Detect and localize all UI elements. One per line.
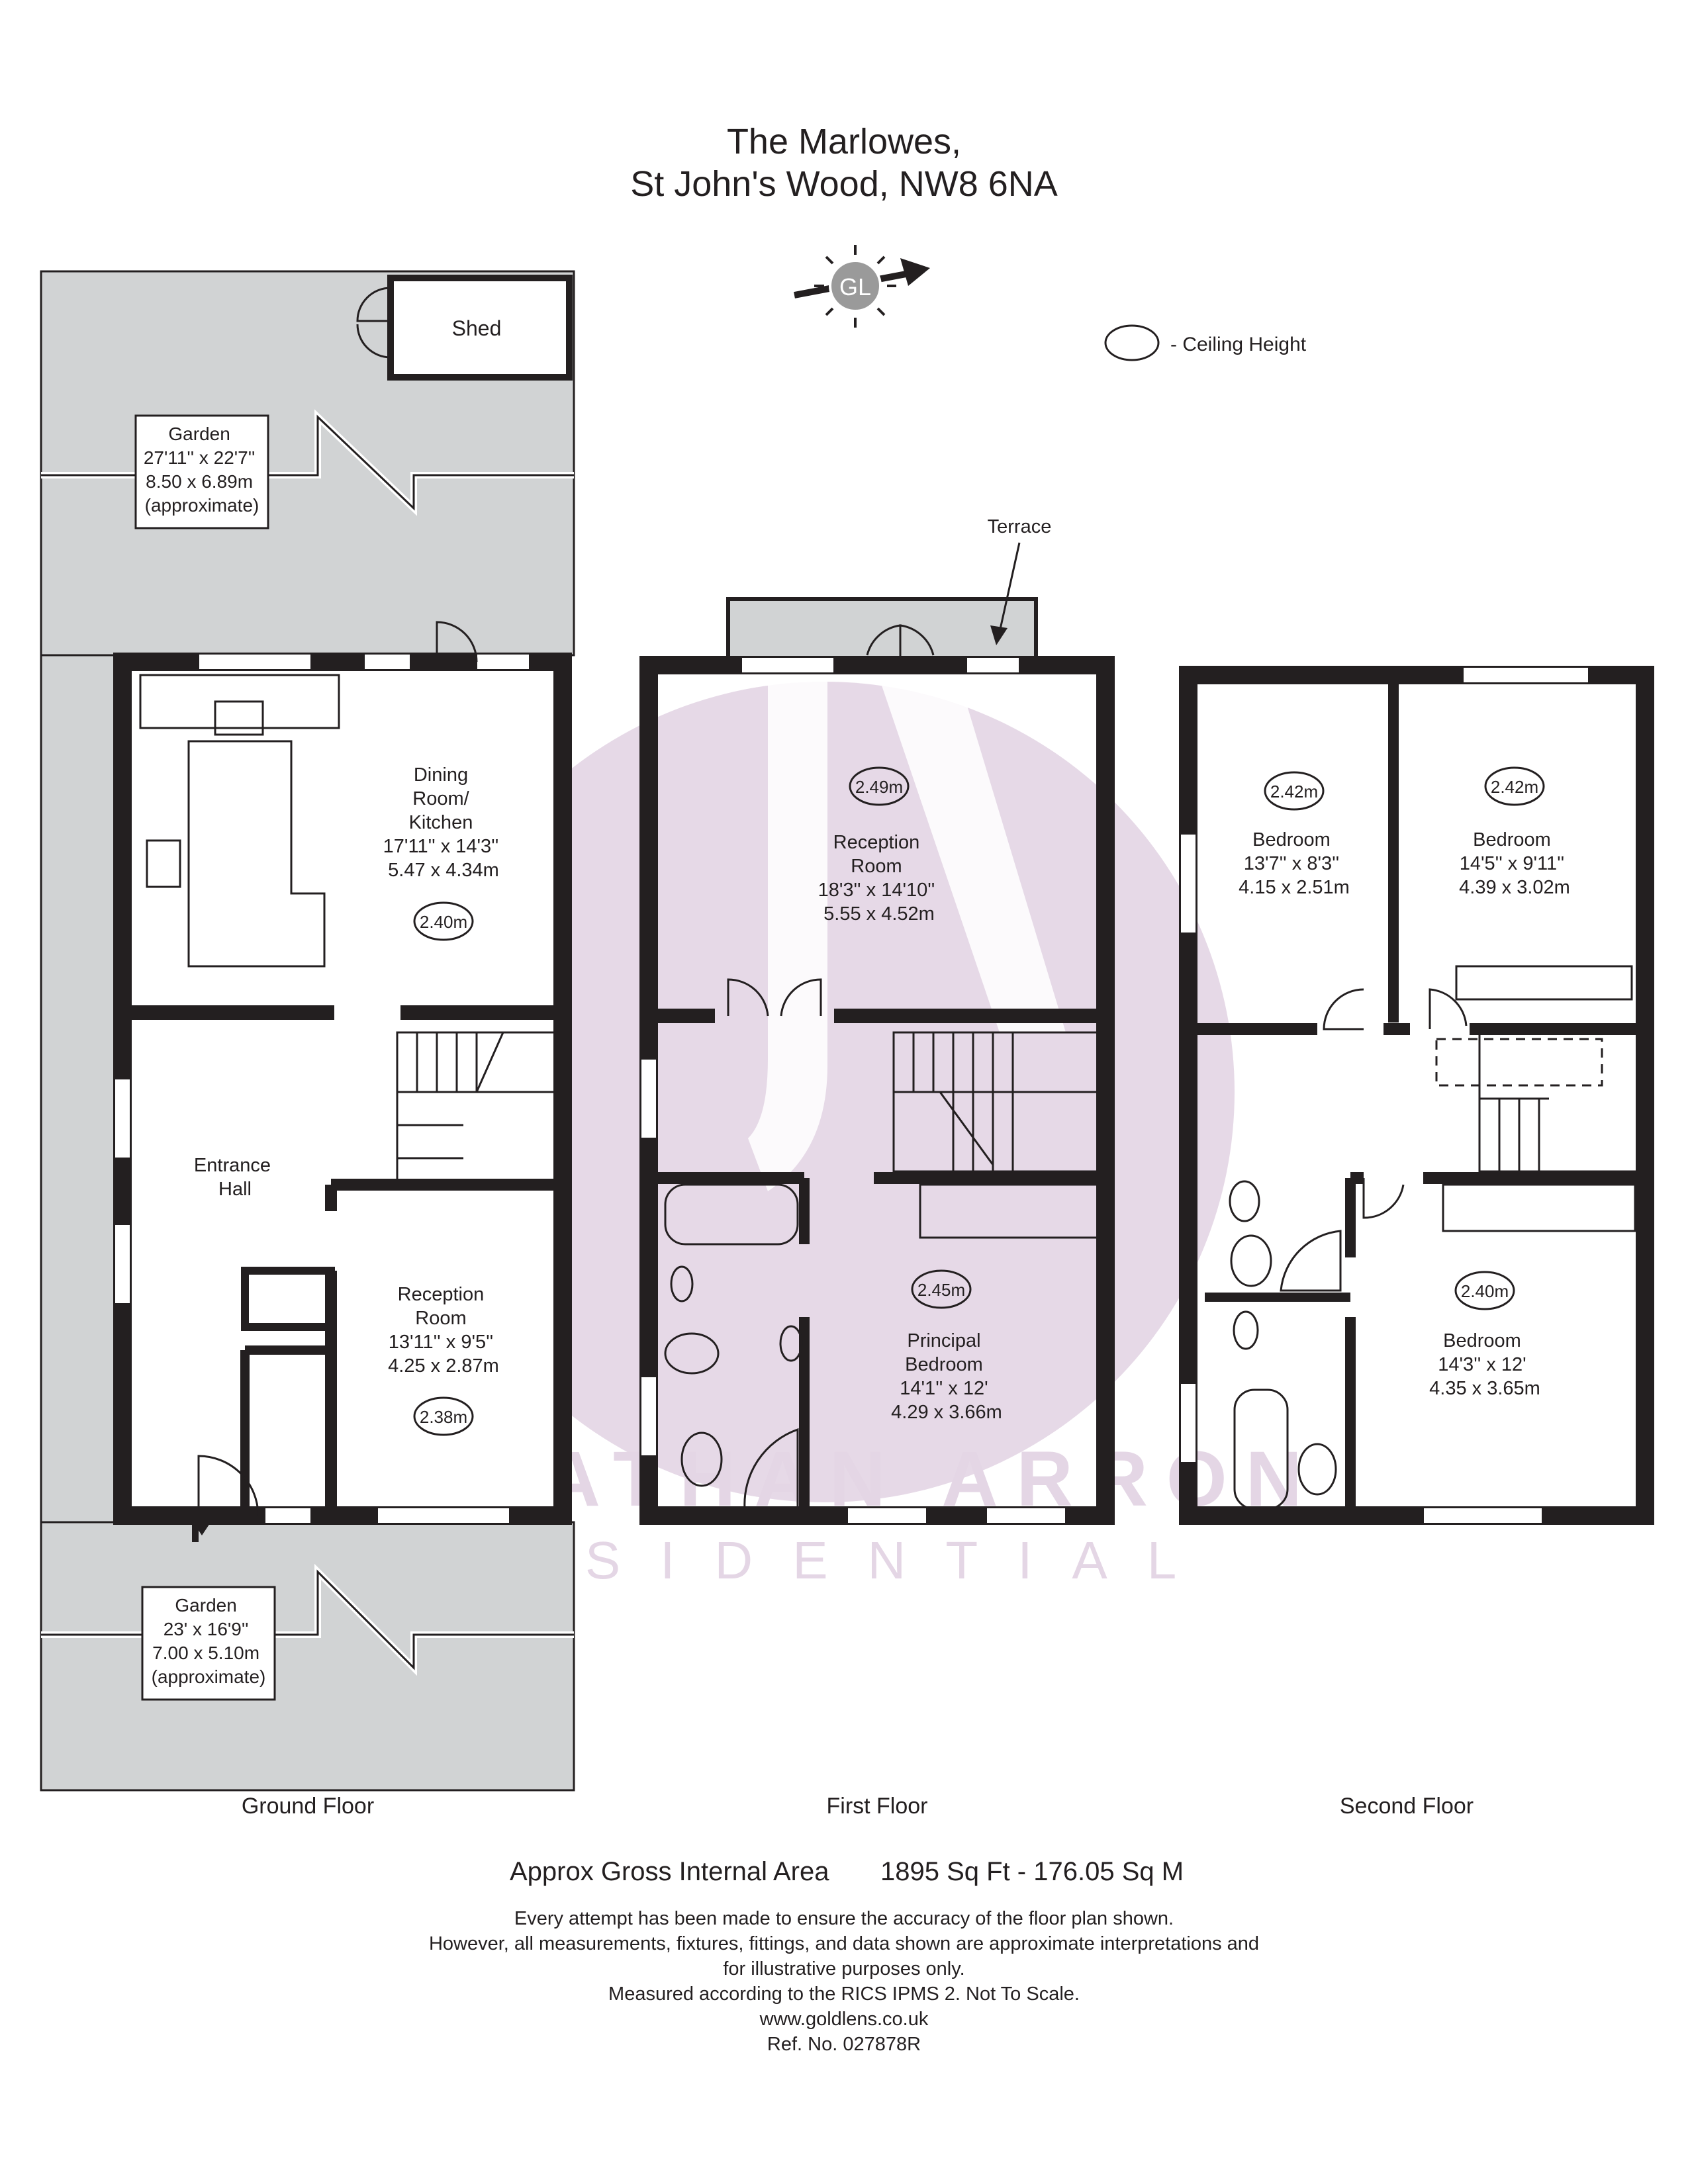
shower-icon xyxy=(743,1428,799,1510)
bedroom-left-label: Bedroom 13'7'' x 8'3'' 4.15 x 2.51m xyxy=(1239,829,1350,898)
hob-icon xyxy=(146,839,181,888)
terrace-label: Terrace xyxy=(988,516,1052,537)
compass-badge-text: GL xyxy=(839,273,871,300)
principal-bedroom-ceiling-height: 2.45m xyxy=(917,1280,965,1300)
dining-ceiling-height: 2.40m xyxy=(420,912,467,932)
ground-floor-label: Ground Floor xyxy=(241,1794,375,1819)
bedroom-main-label: Bedroom 14'3'' x 12' 4.35 x 3.65m xyxy=(1429,1330,1540,1399)
reference-number: Ref. No. 027878R xyxy=(767,2034,921,2055)
shed-label: Shed xyxy=(452,316,502,340)
side-passage xyxy=(40,654,122,1527)
bedroom-left-ceiling-height: 2.42m xyxy=(1270,782,1318,801)
ceiling-height-legend-label: - Ceiling Height xyxy=(1170,334,1307,355)
disclaimer-line: Measured according to the RICS IPMS 2. N… xyxy=(608,1983,1080,2005)
principal-bedroom-label: Principal Bedroom 14'1'' x 12' 4.29 x 3.… xyxy=(891,1330,1002,1423)
first-reception-label: Reception Room 18'3'' x 14'10'' 5.55 x 4… xyxy=(818,832,941,925)
plan-title-line2: St John's Wood, NW8 6NA xyxy=(630,164,1058,204)
dining-kitchen-label: Dining Room/ Kitchen 17'11'' x 14'3'' 5.… xyxy=(383,764,504,881)
disclaimer-line: for illustrative purposes only. xyxy=(723,1958,965,1979)
ceiling-height-legend: - Ceiling Height xyxy=(1104,324,1307,361)
entrance-arrow-icon xyxy=(189,1516,215,1535)
gross-area-label: Approx Gross Internal Area xyxy=(510,1857,829,1886)
disclaimer-line: However, all measurements, fixtures, fit… xyxy=(428,1933,1260,1954)
first-reception-ceiling-height: 2.49m xyxy=(855,777,903,797)
first-floor-label: First Floor xyxy=(826,1794,928,1819)
entrance-hall-label: Entrance Hall xyxy=(194,1155,276,1200)
ground-floor-plan: Shed xyxy=(40,270,575,1792)
website-link[interactable]: www.goldlens.co.uk xyxy=(759,2009,929,2030)
plan-title-line1: The Marlowes, xyxy=(726,122,962,161)
bedroom-right-ceiling-height: 2.42m xyxy=(1491,777,1538,797)
disclaimer: Every attempt has been made to ensure th… xyxy=(0,1906,1688,2057)
front-door xyxy=(197,1455,259,1516)
toilet-icon xyxy=(664,1332,720,1375)
compass-icon: GL xyxy=(794,245,930,328)
rear-garden-label: Garden 27'11'' x 22'7'' 8.50 x 6.89m (ap… xyxy=(144,424,260,516)
sink-icon xyxy=(214,700,264,736)
bath-icon xyxy=(664,1183,799,1246)
second-floor-label: Second Floor xyxy=(1339,1794,1474,1819)
front-garden-label: Garden 23' x 16'9'' 7.00 x 5.10m (approx… xyxy=(152,1595,266,1687)
terrace-area xyxy=(726,597,1038,660)
gross-area-value: 1895 Sq Ft - 176.05 Sq M xyxy=(880,1857,1184,1886)
bedroom-main-ceiling-height: 2.40m xyxy=(1461,1281,1509,1301)
bedroom-right-label: Bedroom 14'5'' x 9'11'' 4.39 x 3.02m xyxy=(1459,829,1570,898)
ground-reception-label: Reception Room 13'11'' x 9'5'' 4.25 x 2.… xyxy=(388,1284,499,1377)
basin-icon xyxy=(670,1265,694,1302)
disclaimer-line: Every attempt has been made to ensure th… xyxy=(514,1908,1174,1929)
second-floor-plan: 2.42m Bedroom 13'7'' x 8'3'' 4.15 x 2.51… xyxy=(1179,666,1654,1525)
first-floor-plan: Terrace xyxy=(639,516,1115,1525)
shed xyxy=(387,275,573,381)
front-garden-area xyxy=(40,1521,575,1792)
ground-reception-ceiling-height: 2.38m xyxy=(420,1407,467,1427)
